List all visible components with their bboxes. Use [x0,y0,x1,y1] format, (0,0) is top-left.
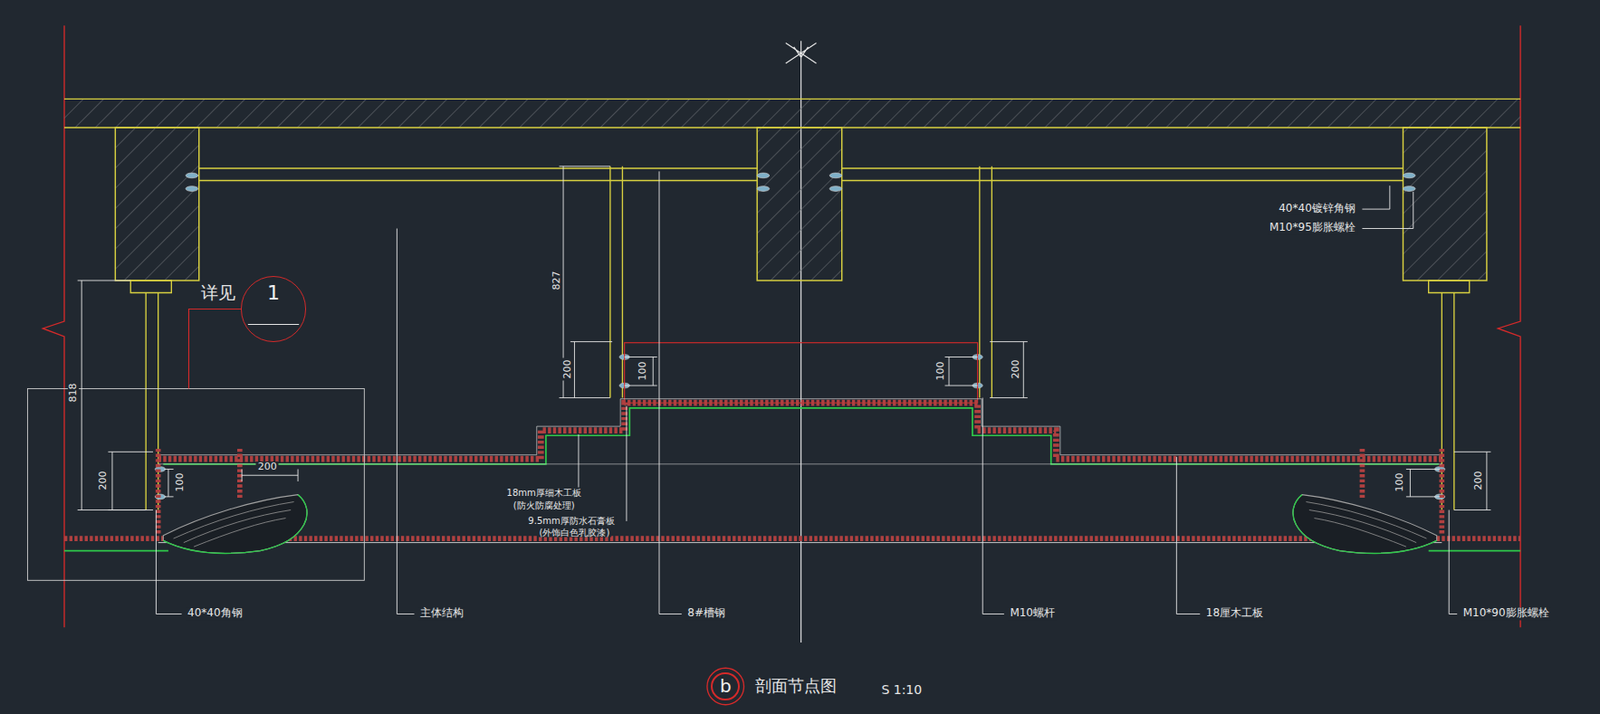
dimension-text: 200 [256,461,279,473]
callout-label: 详见 [199,283,238,303]
bolts [1403,172,1417,179]
steel-channels [610,166,992,399]
leader-lines [625,406,627,522]
ceiling [158,402,1443,460]
ceiling [158,463,1443,465]
crown-molding [162,495,307,555]
dimension-lines [1406,469,1440,497]
dimension-lines [624,357,658,387]
dimension-text: 818 [67,381,79,404]
node-text: 1 [267,283,280,304]
callout-label: S 1:10 [879,683,924,698]
dimension-text: 100 [174,471,186,495]
bolts [756,172,770,179]
ceiling [158,542,1443,544]
crown-molding [162,495,307,555]
dimension-lines [989,342,1028,399]
steel-channels [1428,280,1470,511]
dimension-text: 200 [97,469,109,492]
ceiling [158,449,1443,537]
dimension-lines [945,357,978,387]
leader-lines [577,434,579,497]
bolts [756,186,770,192]
detail-leader [188,309,299,390]
leader-lines [659,171,682,614]
callout-label: 40*40角钢 [185,608,245,621]
dimension-text: 100 [1394,471,1406,495]
dimension-text: 100 [637,360,649,384]
callout-label: M10*95膨胀螺栓 [1267,222,1358,235]
bolts [829,172,843,179]
red-outline [624,343,978,403]
section-mark: b [710,672,740,702]
bolts [829,186,843,192]
callout-label: M10*90膨胀螺栓 [1461,608,1552,621]
slab [64,98,1521,100]
title-mark [707,668,745,706]
beams [114,127,1487,281]
steel-channels [199,168,1404,182]
steel-channels [130,166,1470,511]
slab [64,98,1521,128]
drawing-title: 剖面节点图 [753,678,839,697]
callout-label: 9.5mm厚防水石膏板 [526,515,616,526]
detail-leader [188,309,240,390]
dimension-lines [163,469,173,497]
dimension-text: 200 [562,357,574,381]
leader-lines [1176,457,1200,615]
callout-label: M10螺杆 [1007,608,1057,621]
leader-lines [1361,185,1390,210]
leader-lines [1448,510,1457,615]
bolts [185,186,199,192]
crown-molding [173,502,295,548]
leader-lines [1361,191,1413,230]
bolts [1403,186,1417,192]
ceiling [158,399,1443,456]
boundary-lines [42,25,65,628]
detail-bubble: 1 [240,276,307,342]
ceiling [64,550,1521,553]
dimension-lines [107,451,154,510]
beams [1403,127,1487,281]
node-text: b [719,677,732,696]
detail-leader [248,324,299,326]
dimension-lines [570,342,613,399]
dimension-lines [1454,451,1492,510]
bolts [154,172,1445,500]
callout-label: (防火防腐处理) [511,499,577,510]
callout-label: 40*40镀锌角钢 [1276,202,1358,215]
callout-label: 8#槽钢 [685,608,728,621]
leader-lines [155,510,182,615]
dimension-lines [77,280,147,511]
section-drawing [1293,495,1438,555]
callout-label: 主体结构 [418,608,466,621]
callout-label: (外饰白色乳胶漆) [537,527,613,538]
dimension-text: 200 [1473,469,1485,492]
crown-molding [162,495,307,555]
steel-channels [130,280,172,511]
beams [756,127,843,281]
dimension-text: 200 [1010,357,1022,381]
beams [114,127,199,281]
boundary-lines [42,25,1521,628]
dimension-text: 100 [935,360,947,384]
dimension-text: 827 [551,268,563,292]
bolts [185,172,199,179]
leader-lines [396,229,414,615]
callout-label: 18厘木工板 [1204,608,1265,621]
leader-lines [155,171,1457,614]
axis [785,42,817,64]
callout-label: 18mm厚细木工板 [505,488,584,499]
leader-lines [982,398,1005,615]
detail-frame [27,388,365,581]
ceiling [162,408,1439,465]
title-mark [707,668,745,706]
dimension-lines [77,166,1492,511]
dimension-lines [559,166,611,399]
slab [64,98,1521,128]
